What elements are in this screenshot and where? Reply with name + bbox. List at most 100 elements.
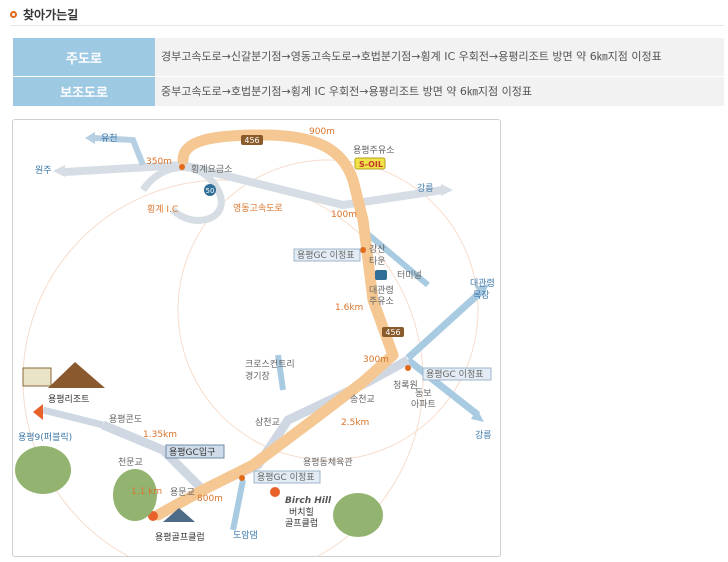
route-456-icon (241, 135, 263, 145)
label-gangneung: 강릉 (475, 430, 492, 441)
label-gc-sign: 용평GC 이정표 (257, 472, 315, 483)
arrow-yuchon-icon (85, 132, 95, 144)
label-cheonmun: 천문교 (118, 457, 143, 468)
birch-marker (270, 487, 280, 497)
label-dongbo: 동보 (415, 388, 432, 399)
interchange-road (140, 164, 225, 224)
label-dongbo: 아파트 (411, 399, 436, 410)
hill-icon (333, 493, 383, 537)
route-number: 456 (244, 136, 259, 145)
bullet-icon (10, 10, 17, 18)
label-distance: 350m (146, 157, 172, 167)
label-gc-entrance: 용평GC입구 (169, 446, 215, 458)
route-row-main: 주도로 경부고속도로→신갈분기점→영동고속도로→호법분기점→횡계 IC 우회전→… (13, 38, 724, 77)
road-terminal (361, 227, 430, 288)
divider (10, 25, 724, 26)
route-number: 456 (385, 328, 400, 337)
label-expressway: 영동고속도로 (233, 203, 283, 214)
label-birch-k: 골프클럽 (285, 518, 318, 529)
arrow-wonju-icon (53, 165, 65, 177)
gc-sign-tag (422, 367, 492, 381)
sign-marker (239, 475, 245, 481)
label-gangsan: 강산 (369, 244, 386, 255)
cheongnok-marker (405, 365, 411, 371)
label-station2: 대관령 (369, 284, 394, 296)
label-public: 용평9(퍼블릭) (18, 431, 72, 443)
resort-lodge-icon (48, 362, 105, 388)
gangsan-marker (360, 247, 366, 253)
road-gangneung (405, 357, 481, 418)
route-label: 주도로 (13, 38, 155, 77)
arrow-gangneung2-icon (471, 409, 484, 422)
gc-entrance-tag (165, 444, 225, 459)
label-tollgate: 횡계요금소 (191, 163, 232, 175)
label-distance: 1.35km (143, 430, 177, 440)
label-terminal: 터미널 (397, 270, 422, 281)
route-456-icon (382, 327, 404, 337)
label-birch: Birch Hill (285, 496, 332, 506)
label-gangneung: 강릉 (417, 183, 434, 194)
route-50-icon (204, 184, 216, 196)
label-station: 용평주유소 (353, 145, 394, 156)
hill-icon (113, 469, 157, 521)
soil-logo (354, 157, 386, 170)
label-wonju: 원주 (35, 165, 52, 176)
label-cross: 크로스컨트리 (245, 359, 295, 370)
label-resort: 용평리조트 (48, 394, 89, 405)
label-golf: 용평골프클럽 (155, 532, 205, 543)
label-ranch: 목장 (473, 290, 490, 301)
label-station2: 주유소 (369, 296, 394, 307)
label-distance: 2.5km (341, 418, 369, 428)
route-text: 경부고속도로→신갈분기점→영동고속도로→호법분기점→횡계 IC 우회전→용평리조… (155, 38, 724, 77)
label-yongmun: 용문교 (170, 487, 195, 498)
route-text: 중부고속도로→호법분기점→횡계 IC 우회전→용평리조트 방면 약 6㎞지점 이… (155, 76, 724, 107)
road-doam (230, 479, 246, 531)
label-birch-k: 버치힐 (289, 506, 314, 518)
route-label: 보조도로 (13, 76, 155, 107)
label-gc-sign: 용평GC 이정표 (297, 250, 355, 261)
tollgate-marker (179, 164, 185, 170)
guide-circle (177, 159, 479, 461)
route-table: 주도로 경부고속도로→신갈분기점→영동고속도로→호법분기점→횡계 IC 우회전→… (13, 38, 724, 107)
label-doam: 도암댐 (233, 529, 258, 541)
road-cross (275, 354, 286, 391)
route-row-sub: 보조도로 중부고속도로→호법분기점→횡계 IC 우회전→용평리조트 방면 약 6… (13, 76, 724, 107)
arrow-ranch-icon (475, 284, 489, 297)
label-ic: 횡계 I.C (147, 203, 178, 215)
label-gc-sign: 용평GC 이정표 (426, 369, 484, 380)
arrow-gangneung-icon (441, 184, 453, 196)
road-yuchon (92, 135, 146, 167)
golf-logo-icon (163, 508, 195, 522)
gc-sign-tag (293, 248, 361, 262)
gc-sign-tag (253, 470, 321, 484)
label-soil: S-OIL (359, 160, 383, 169)
road-resort (42, 406, 104, 429)
expressway-road (64, 160, 444, 210)
label-tawon: 타운 (369, 256, 386, 267)
label-samcheon: 삼천교 (255, 417, 280, 428)
label-distance: 100m (331, 210, 357, 220)
label-ranch: 대관령 (470, 277, 495, 289)
label-songcheon: 송천교 (350, 394, 375, 405)
hill-icon (15, 446, 71, 494)
gas-station-icon (375, 270, 387, 280)
label-distance: 1.6km (335, 303, 363, 313)
arrow-resort-icon (33, 404, 43, 420)
label-cross: 경기장 (245, 370, 270, 382)
label-condo: 용평콘도 (109, 414, 142, 425)
label-distance: 800m (197, 494, 223, 504)
page-title: 찾아가는길 (23, 7, 79, 22)
road-ranch (405, 287, 486, 361)
label-yuchon: 유천 (101, 133, 118, 144)
map: 456 456 50 유천 원주 350m 900m 횡계요금소 횡계 I.C … (12, 119, 501, 557)
route-number: 50 (206, 187, 215, 195)
map-svg: 456 456 50 유천 원주 350m 900m 횡계요금소 횡계 I.C … (15, 127, 495, 556)
label-distance: 900m (309, 127, 335, 137)
golf-marker (148, 511, 158, 521)
main-route (152, 129, 399, 521)
label-cheongnok: 청록원 (393, 380, 418, 391)
label-distance: 300m (363, 355, 389, 365)
section-header: 찾아가는길 (10, 4, 78, 24)
label-distance: 1.1 km (131, 487, 162, 497)
resort-sign-icon (22, 367, 52, 387)
